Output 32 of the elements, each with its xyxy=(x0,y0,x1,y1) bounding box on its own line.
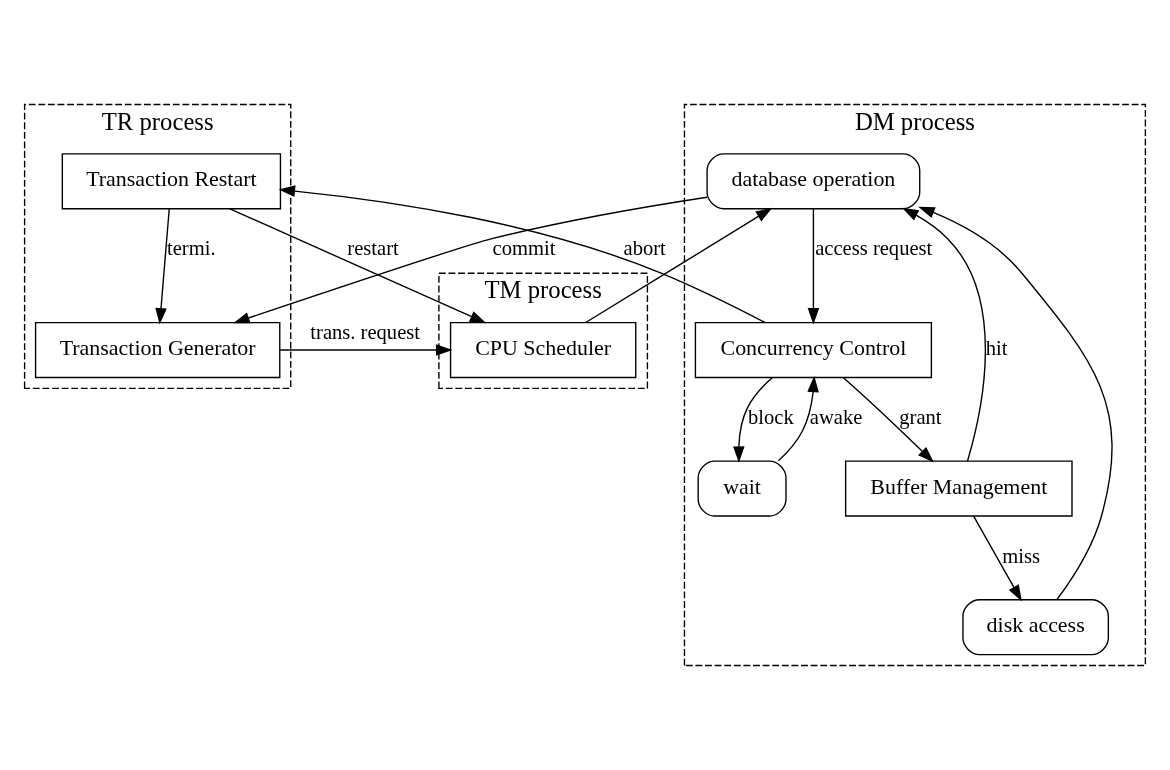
edge-label: access request xyxy=(815,237,933,260)
edge-label: awake xyxy=(809,406,863,429)
edge-label: block xyxy=(748,406,794,429)
edge-label: trans. request xyxy=(310,321,420,344)
arrow xyxy=(229,208,487,324)
node-box: disk access xyxy=(962,599,1110,656)
arrow xyxy=(155,208,170,325)
arrow xyxy=(807,208,820,325)
node-box: Buffer Management xyxy=(844,460,1073,517)
arrow xyxy=(279,344,453,356)
arrow xyxy=(842,376,934,463)
arrow xyxy=(278,185,766,324)
edge-label: miss xyxy=(1002,544,1041,567)
arrow xyxy=(972,515,1022,602)
edge-label: hit xyxy=(985,336,1008,359)
arrow xyxy=(585,207,773,324)
arrow xyxy=(233,196,708,324)
node-box: Transaction Restart xyxy=(61,153,282,210)
edge-label: grant xyxy=(899,406,942,429)
edge-label: termi. xyxy=(167,237,216,260)
edge-label: restart xyxy=(347,237,399,260)
arrow xyxy=(918,206,1113,600)
arrow xyxy=(733,376,774,463)
node-box: Transaction Generator xyxy=(34,321,281,379)
edge-label: commit xyxy=(492,237,556,260)
arrow xyxy=(902,207,987,462)
node-box: database operation xyxy=(706,153,921,210)
node-box: Concurrency Control xyxy=(694,321,933,379)
edge-label: abort xyxy=(623,237,666,260)
node-box: CPU Scheduler xyxy=(449,321,637,379)
arrow xyxy=(777,375,819,462)
node-box: wait xyxy=(697,460,787,517)
